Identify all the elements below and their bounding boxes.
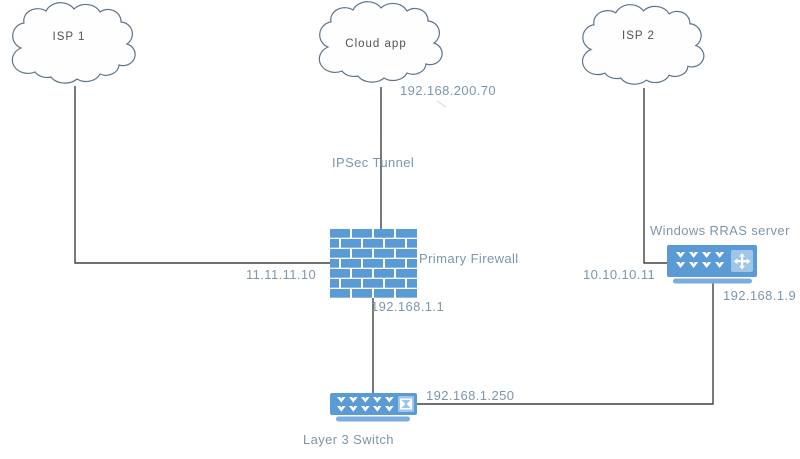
cloud-isp1-label: ISP 1 bbox=[52, 31, 86, 43]
stray-mark bbox=[436, 100, 447, 108]
link-isp2-rras bbox=[643, 88, 668, 264]
link-isp1-firewall bbox=[74, 86, 330, 264]
rras-name-label: Windows RRAS server bbox=[650, 223, 790, 238]
ipsec-tunnel-label: IPSec Tunnel bbox=[332, 155, 415, 170]
firewall-name-label: Primary Firewall bbox=[419, 251, 519, 266]
routing-arrows-icon bbox=[731, 250, 753, 272]
rras-lan-ip-label: 192.168.1.9 bbox=[723, 288, 797, 303]
rras-server-icon bbox=[667, 245, 757, 284]
rras-wan-ip-label: 10.10.10.11 bbox=[583, 267, 656, 282]
cloud-isp2-label: ISP 2 bbox=[622, 30, 655, 42]
switch-crossover-icon bbox=[398, 396, 414, 412]
switch-name-label: Layer 3 Switch bbox=[303, 432, 394, 447]
firewall-lan-ip-label: 192.168.1.1 bbox=[371, 299, 445, 314]
switch-base bbox=[336, 416, 410, 422]
cloud-app-label: Cloud app bbox=[345, 38, 407, 50]
cloud-app bbox=[318, 1, 443, 83]
cloud-isp1 bbox=[11, 2, 136, 84]
link-rras-switch bbox=[417, 282, 714, 405]
server-base bbox=[673, 278, 752, 284]
cloud-isp2 bbox=[581, 4, 705, 85]
firewall-wan-ip-label: 11.11.11.10 bbox=[246, 267, 317, 282]
layer3-switch-icon bbox=[330, 393, 417, 422]
switch-ip-label: 192.168.1.250 bbox=[426, 388, 515, 403]
firewall-icon bbox=[330, 229, 417, 298]
cloudapp-ip-label: 192.168.200.70 bbox=[400, 83, 496, 98]
